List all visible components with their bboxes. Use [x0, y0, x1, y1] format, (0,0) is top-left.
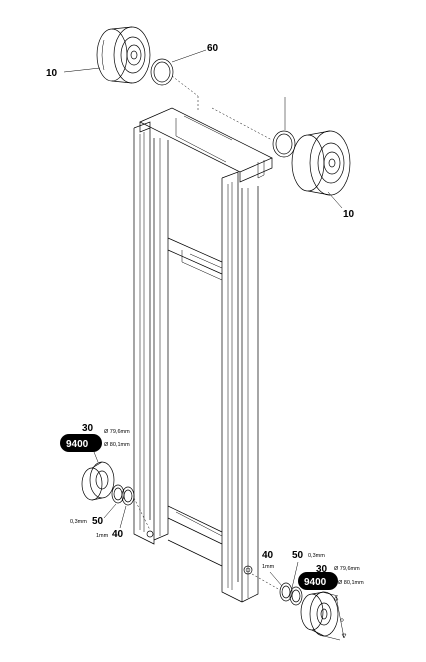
roller-right: [291, 130, 351, 196]
badge-left: [60, 434, 102, 452]
leader-left-40: [119, 505, 127, 529]
label-ring-top-left: 60: [207, 43, 219, 54]
axis-right: [211, 107, 273, 141]
label-left-dim-b: Ø 80,1mm: [104, 442, 130, 448]
bearing-left: [81, 461, 115, 501]
leader-left-30: [93, 451, 99, 463]
label-right-40: 40: [262, 550, 274, 561]
label-left-40: 40: [112, 529, 124, 540]
ring-right-50: [289, 586, 303, 606]
leader-left-50: [103, 503, 117, 519]
label-right-03: 0,3mm: [308, 553, 325, 559]
label-left-30: 30: [82, 423, 94, 434]
badge-right-text: 9400: [304, 577, 327, 588]
leader-right-40: [269, 571, 283, 587]
label-left-50: 50: [92, 516, 104, 527]
ring-right: [272, 130, 296, 158]
bearing-right: [300, 591, 339, 637]
label-left-03: 0,3mm: [70, 519, 87, 525]
axis-right-bottom: [251, 573, 281, 591]
label-left-dim-a: Ø 79,6mm: [104, 429, 130, 435]
ring-left-40: [121, 486, 135, 506]
diameter-dimension: [321, 591, 347, 641]
leader-top-left-10: [63, 67, 101, 73]
axis-left-bottom: [133, 497, 151, 531]
ring-top-left: [150, 58, 174, 86]
badge-right: [298, 572, 338, 590]
roller-top-left: [96, 26, 151, 84]
ring-right-40: [279, 582, 293, 602]
frame: [133, 107, 273, 603]
label-left-1mm: 1mm: [96, 533, 109, 539]
axis-top-left: [171, 75, 199, 97]
label-right-50: 50: [292, 550, 304, 561]
label-roller-top-left: 10: [46, 68, 58, 79]
label-right-dim-a: Ø 79,6mm: [334, 566, 360, 572]
leader-ring-top-left: [171, 49, 207, 63]
label-right-30: 30: [316, 564, 328, 575]
label-roller-right: 10: [343, 209, 355, 220]
label-right-dim-b: Ø 80,1mm: [338, 580, 364, 586]
badge-left-text: 9400: [66, 439, 89, 450]
leader-right-10: [327, 191, 343, 209]
leader-right-50: [291, 561, 299, 589]
label-right-1mm: 1mm: [262, 564, 275, 570]
